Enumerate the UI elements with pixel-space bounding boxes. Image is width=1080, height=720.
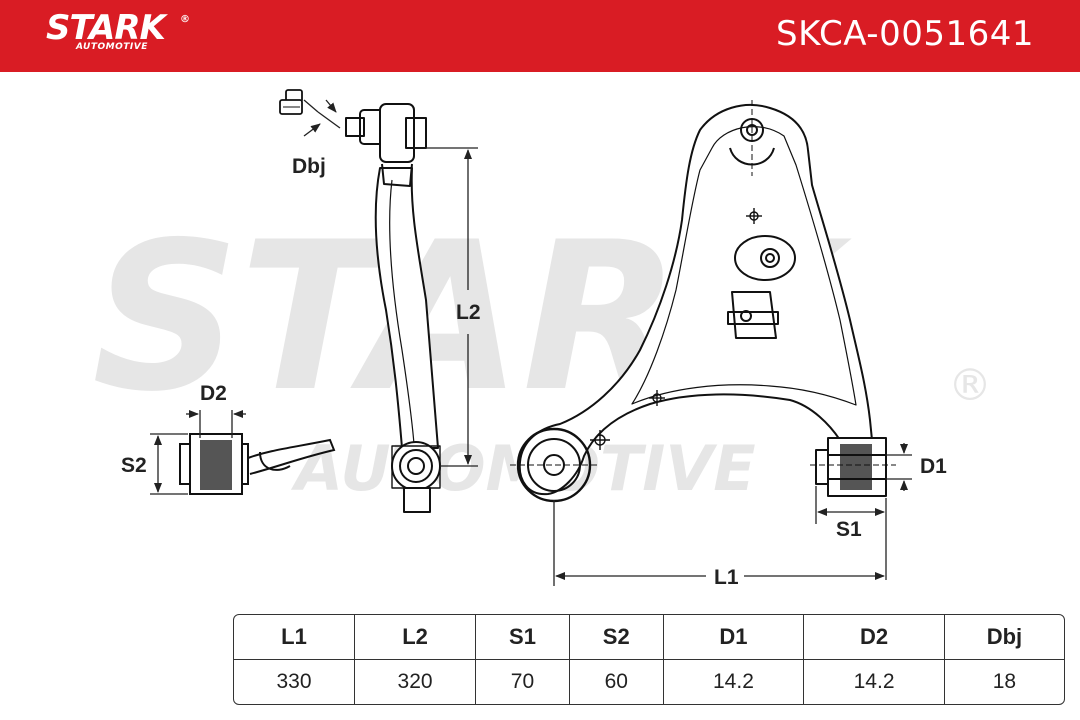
control-arm-body [518, 104, 873, 496]
side-ball-joint [345, 103, 427, 187]
specs-value-cell: 60 [570, 660, 664, 704]
specs-value-cell: 320 [355, 660, 477, 704]
specs-header-cell: D1 [663, 615, 805, 660]
side-bushing [391, 441, 441, 513]
specs-value-cell: 70 [476, 660, 570, 704]
brand-name: STARK [46, 8, 166, 48]
brand-registered-mark: ® [180, 14, 190, 25]
label-l2: L2 [456, 301, 481, 324]
specs-value-cell: 14.2 [664, 660, 805, 704]
control-arm-view [510, 100, 896, 503]
header-bar: STARK ® AUTOMOTIVE SKCA-0051641 [0, 0, 1080, 72]
brand-subtitle: AUTOMOTIVE [76, 42, 148, 52]
nut-detail [279, 89, 303, 115]
part-number: SKCA-0051641 [776, 14, 1034, 54]
label-s2: S2 [121, 454, 147, 477]
specs-header-cell: L1 [234, 615, 356, 660]
specs-header-row: L1 L2 S1 S2 D1 D2 Dbj [234, 615, 1064, 660]
specs-value-cell: 18 [992, 670, 1017, 693]
front-bushing [510, 427, 598, 503]
specs-value-cell: 330 [234, 660, 356, 704]
specs-header-cell: Dbj [944, 615, 1064, 660]
specs-header-cell: S2 [569, 615, 664, 660]
label-dbj: Dbj [292, 155, 326, 178]
control-arm-inner-contour [631, 126, 857, 406]
label-l1: L1 [714, 566, 739, 589]
crosshair-marker [746, 208, 762, 224]
crosshair-marker [590, 430, 610, 450]
rear-bushing [810, 437, 896, 497]
dimension-lines [150, 99, 912, 586]
label-d1: D1 [920, 455, 947, 478]
label-d2: D2 [200, 382, 227, 405]
bushing-section [179, 433, 336, 495]
label-s1: S1 [836, 518, 862, 541]
technical-drawing: STARK AUTOMOTIVE ® [92, 89, 992, 589]
specs-header-cell: D2 [804, 615, 945, 660]
specs-value-row: 330 320 70 60 14.2 14.2 18 [234, 660, 1064, 704]
watermark-registered: ® [948, 360, 992, 411]
mount-hole [734, 235, 796, 281]
side-view [345, 103, 441, 513]
specs-value-cell: 14.2 [804, 660, 945, 704]
crosshair-marker [649, 390, 665, 406]
side-profile-body [374, 167, 439, 449]
specs-header-cell: S1 [476, 615, 570, 660]
arm-bracket [727, 291, 779, 339]
brand-logo: STARK ® AUTOMOTIVE [46, 8, 190, 52]
specs-header-cell: L2 [355, 615, 477, 660]
specs-table: L1 L2 S1 S2 D1 D2 Dbj 330 320 70 60 14.2… [233, 614, 1065, 705]
